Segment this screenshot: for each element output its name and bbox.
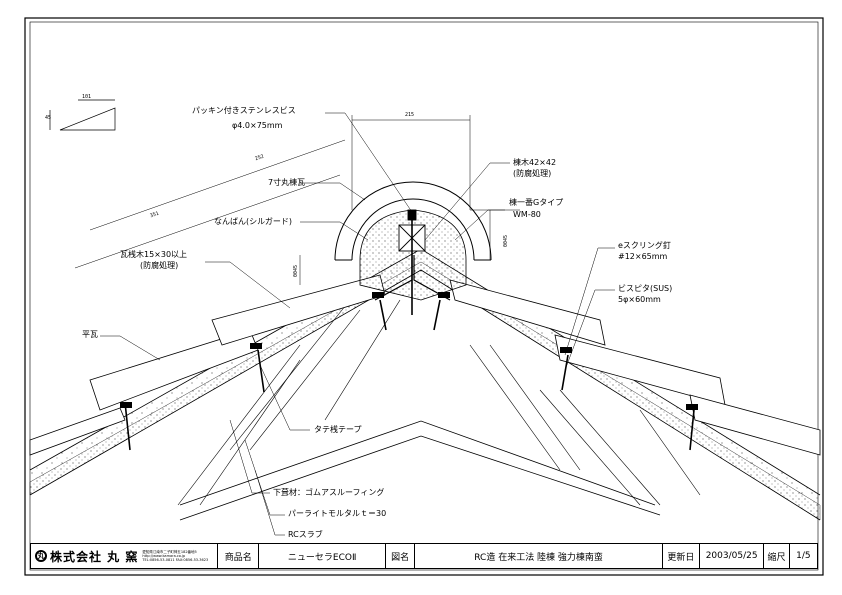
label-underlay: 下葺材：ゴムアスルーフィング: [273, 488, 385, 497]
product-label: 商品名: [218, 544, 260, 568]
address-line-2: http://www.kamara.co.jp: [142, 553, 186, 558]
label-ridge-g: 棟一番Gタイプ: [509, 198, 564, 207]
dim-side-left: 0045: [293, 264, 300, 278]
label-ridge-g-model: WM-80: [513, 210, 541, 219]
scale-label: 縮尺: [764, 544, 790, 568]
outer-frame: [24, 17, 824, 576]
slab-diagonals: [177, 299, 701, 506]
company-name: 株式会社 丸 窯: [50, 549, 139, 564]
right-tiles: [449, 279, 821, 456]
ridge-round-tile: [334, 181, 492, 261]
nanban-fill: [359, 209, 467, 301]
address-line-1: 愛知県江南市二子町神五182番地5: [142, 549, 197, 554]
address-line-3: TEL:0856-53-0811 FAX:0856-53-3623: [142, 558, 209, 563]
inner-frame: [29, 21, 819, 571]
slope-triangle: [49, 99, 116, 131]
screws: [124, 215, 695, 451]
drawing-name: RC造 在来工法 陸棟 強力棟南蛮: [415, 544, 663, 568]
label-screw: パッキン付きステンレスビス: [192, 106, 296, 115]
label-tate-tape: タテ桟テープ: [314, 425, 362, 434]
dim-side-right: 0045: [503, 234, 510, 248]
label-hiragawara: 平瓦: [82, 330, 98, 339]
label-ridge-wood: 棟木42×42: [513, 158, 557, 167]
left-tiles: [29, 274, 386, 456]
label-mortar: パーライトモルタルｔ＝30: [288, 509, 387, 518]
label-e-nail-size: #12×65mm: [618, 252, 668, 261]
company-address: 愛知県江南市二子町神五182番地5 http://www.kamara.co.j…: [142, 550, 208, 563]
label-bispita: ビスピタ(SUS): [618, 284, 673, 293]
label-ridge-wood-treat: (防腐処理): [513, 169, 552, 178]
leader-lines: [100, 112, 615, 536]
company-cell: 丸 株式会社 丸 窯 愛知県江南市二子町神五182番地5 http://www.…: [31, 544, 219, 568]
label-batten: 瓦桟木15×30以上: [120, 250, 188, 259]
dim-215: 215: [405, 112, 415, 118]
label-ridge-tile: 7寸丸棟瓦: [268, 178, 306, 187]
scale-value: 1/5: [796, 551, 811, 561]
label-batten-treat: (防腐処理): [140, 261, 179, 270]
drawing-label: 図名: [386, 544, 416, 568]
title-block: 丸 株式会社 丸 窯 愛知県江南市二子町神五182番地5 http://www.…: [30, 543, 818, 569]
label-nanban: なんばん(シルガード): [214, 217, 293, 226]
label-rc-slab: RCスラブ: [288, 530, 323, 539]
battens: [120, 292, 698, 410]
label-e-nail: eスクリング釘: [618, 241, 671, 250]
dim-101: 101: [82, 94, 92, 100]
company-logo-icon: 丸: [35, 550, 47, 562]
label-screw-size: φ4.0×75mm: [232, 121, 283, 130]
update-date: 2003/05/25: [700, 544, 765, 568]
dim-45: 45: [45, 115, 52, 121]
product-name: ニューセラECOⅡ: [259, 544, 387, 568]
update-label: 更新日: [663, 544, 700, 568]
label-bispita-size: 5φ×60mm: [618, 295, 661, 304]
